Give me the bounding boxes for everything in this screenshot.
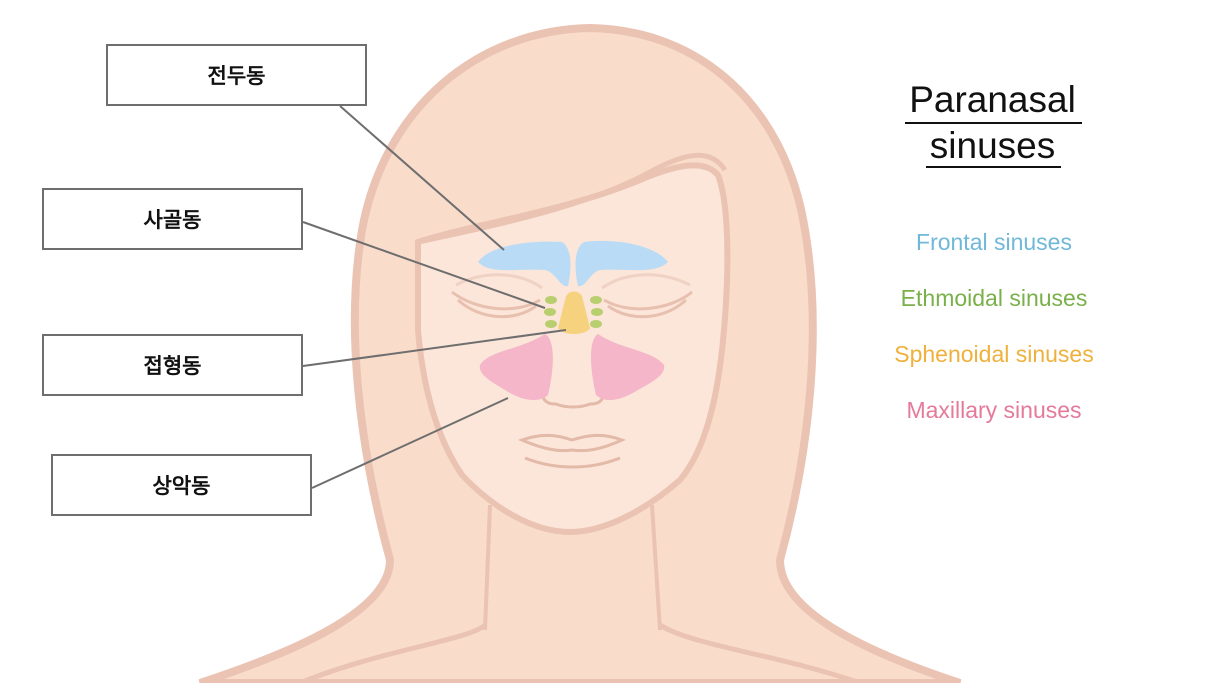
callout-ethmoid-sinus: 사골동: [42, 188, 303, 250]
right-eyelid: [601, 273, 691, 290]
ethmoid-cell: [591, 308, 603, 316]
callout-frontal-sinus: 전두동: [106, 44, 367, 106]
legend-sphenoidal-sinuses: Sphenoidal sinuses: [894, 341, 1094, 367]
maxillary-sinus-right: [591, 334, 665, 401]
leader-lines: [302, 105, 567, 489]
leader-line-maxillary: [311, 397, 509, 489]
ethmoid-cell: [590, 320, 602, 328]
frontal-sinus-left: [478, 241, 571, 287]
shoulders: [299, 622, 861, 683]
callout-sphenoid-label: 접형동: [143, 354, 202, 378]
ethmoid-cell: [544, 308, 556, 316]
legend-maxillary-sinuses: Maxillary sinuses: [906, 397, 1082, 423]
leader-line-sphenoid: [302, 329, 567, 367]
title-line-2: sinuses: [929, 125, 1056, 166]
callout-frontal-label: 전두동: [207, 64, 266, 88]
right-eye: [603, 290, 693, 319]
title-underline-1: [905, 122, 1082, 124]
callout-maxillary-label: 상악동: [152, 474, 211, 498]
neck: [483, 504, 662, 631]
callout-maxillary-sinus: 상악동: [51, 454, 312, 516]
title-line-1: Paranasal: [909, 79, 1076, 120]
ethmoid-cell: [590, 296, 602, 304]
ethmoid-cell: [545, 320, 557, 328]
title-underline-2: [926, 166, 1061, 168]
legend-frontal-sinuses: Frontal sinuses: [916, 229, 1072, 255]
legend-ethmoidal-sinuses: Ethmoidal sinuses: [900, 285, 1088, 311]
left-eyelid: [455, 273, 543, 290]
leader-line-frontal: [339, 105, 505, 251]
frontal-sinus-right: [575, 240, 668, 287]
ethmoid-cell: [545, 296, 557, 304]
callout-sphenoid-sinus: 접형동: [42, 334, 303, 396]
ethmoid-cells: [544, 296, 603, 328]
mouth: [517, 433, 626, 469]
sphenoid-sinus: [558, 291, 590, 334]
maxillary-sinus-left: [479, 334, 553, 401]
callout-ethmoid-label: 사골동: [143, 208, 202, 232]
leader-line-ethmoid: [302, 221, 546, 309]
